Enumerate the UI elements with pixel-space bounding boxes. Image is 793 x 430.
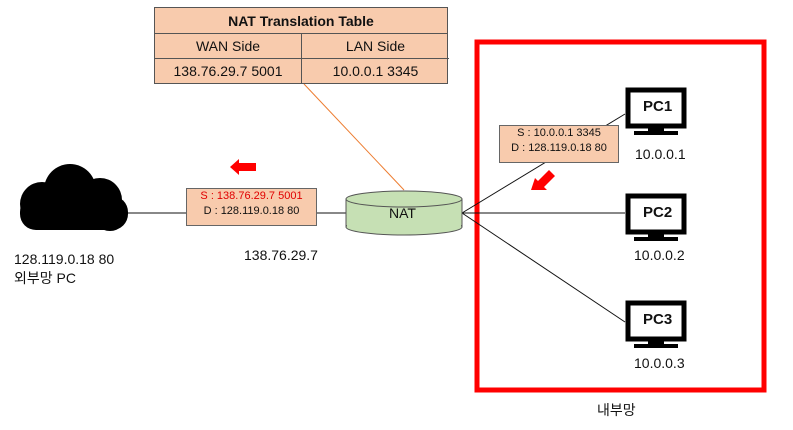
pc1-ip: 10.0.0.1 [635,146,686,162]
link-table-to-nat [303,83,405,191]
pc2-monitor-icon [625,193,687,241]
link-nat-pc3 [461,212,626,323]
nat-translation-table: NAT Translation Table WAN Side LAN Side … [154,7,449,84]
nat-table-wan-value: 138.76.29.7 5001 [155,59,302,84]
external-pc-label: 외부망 PC [14,270,76,286]
pc2-ip: 10.0.0.2 [634,247,685,263]
nat-table-lan-value: 10.0.0.1 3345 [332,63,419,79]
pc1-monitor-icon [625,87,687,135]
external-pc-ip: 128.119.0.18 80 [14,251,115,267]
nat-label: NAT [389,205,416,221]
packet-inbound-dst: D : 128.119.0.18 80 [511,142,607,154]
cloud-icon [20,164,128,231]
packet-inbound: S : 10.0.0.1 3345 D : 128.119.0.18 80 [499,125,619,163]
arrow-down-left-icon [531,170,555,190]
pc2-name: PC2 [643,204,673,221]
packet-inbound-src: S : 10.0.0.1 3345 [517,127,601,139]
pc3-name: PC3 [643,311,673,328]
pc1-name: PC1 [643,98,673,115]
nat-router-icon [345,190,463,236]
packet-outbound-src: S : 138.76.29.7 5001 [200,190,303,202]
pc3-monitor-icon [625,300,687,348]
packet-outbound-dst: D : 128.119.0.18 80 [203,205,300,217]
nat-table-lan-header: LAN Side [302,34,449,59]
nat-wan-ip: 138.76.29.7 [244,247,318,263]
internal-network-label: 내부망 [597,402,636,418]
pc3-ip: 10.0.0.3 [634,355,685,371]
nat-table-title: NAT Translation Table [155,8,447,34]
arrow-left-icon [230,159,256,175]
packet-outbound: S : 138.76.29.7 5001 D : 128.119.0.18 80 [186,188,317,226]
internal-network-boundary [474,39,767,393]
nat-table-wan-header: WAN Side [155,34,302,59]
